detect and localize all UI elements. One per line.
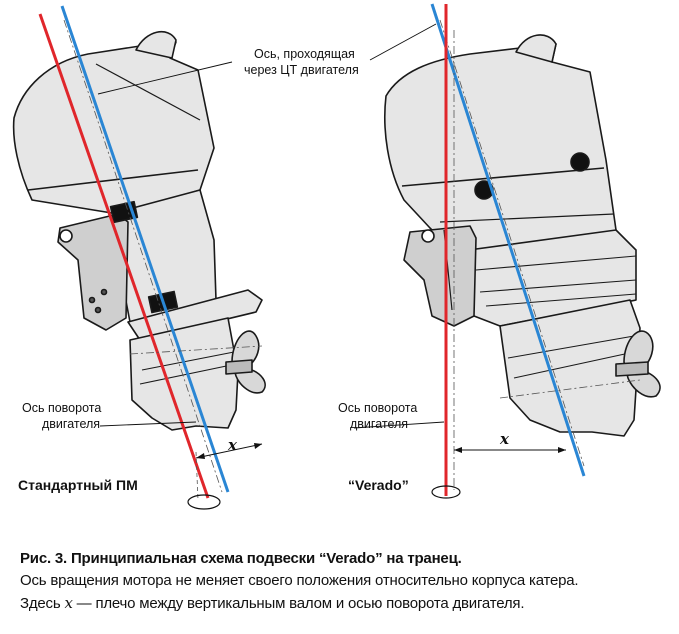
standard-cg-axis bbox=[60, 5, 230, 493]
standard-pivot-ellipse bbox=[187, 494, 221, 510]
standard-lower-unit bbox=[129, 317, 239, 431]
verado-title: “Verado” bbox=[348, 477, 409, 493]
verado-cowling-fin bbox=[515, 34, 557, 63]
suspension-diagram: Ось, проходящая через ЦТ двигателя Ось п… bbox=[12, 3, 661, 510]
standard-steering-axis bbox=[38, 13, 210, 499]
caption-line-1: Ось вращения мотора не меняет своего пол… bbox=[20, 572, 579, 589]
cg-axis-label-line1: Ось, проходящая bbox=[254, 47, 355, 61]
verado-cg-axis bbox=[430, 3, 586, 477]
verado-cg-axis-dashdot bbox=[439, 19, 585, 467]
caption-line-2-prefix: Здесь bbox=[20, 595, 65, 612]
verado-cowling bbox=[384, 39, 617, 263]
verado-pivot-ellipse bbox=[431, 485, 461, 499]
standard-cg-axis-dashdot bbox=[63, 19, 223, 493]
standard-outboard-drawing bbox=[12, 30, 266, 431]
verado-outboard-drawing bbox=[384, 34, 661, 437]
figure-caption: Рис. 3. Принципиальная схема подвески “V… bbox=[20, 548, 670, 615]
caption-line-2: Здесь x — плечо между вертикальным валом… bbox=[20, 592, 670, 615]
verado-steer-label-line1: Ось поворота bbox=[338, 401, 417, 415]
verado-steer-label-line2: двигателя bbox=[350, 417, 408, 431]
caption-line-2-var: x bbox=[64, 594, 73, 612]
standard-cowling-fin bbox=[135, 30, 177, 59]
standard-steer-label-line1: Ось поворота bbox=[22, 401, 101, 415]
standard-title: Стандартный ПМ bbox=[18, 477, 138, 493]
caption-title: Рис. 3. Принципиальная схема подвески “V… bbox=[20, 550, 462, 567]
verado-x-label: x bbox=[499, 430, 510, 448]
standard-x-dimension bbox=[195, 443, 263, 459]
verado-transom-bracket bbox=[403, 225, 477, 327]
standard-cav-plate bbox=[127, 289, 263, 341]
verado-lower-unit bbox=[499, 299, 641, 437]
standard-steer-label-line2: двигателя bbox=[42, 417, 100, 431]
cg-axis-label-line2: через ЦТ двигателя bbox=[244, 63, 359, 77]
standard-x-label: x bbox=[227, 436, 238, 454]
caption-line-2-suffix: — плечо между вертикальным валом и осью … bbox=[72, 595, 525, 612]
